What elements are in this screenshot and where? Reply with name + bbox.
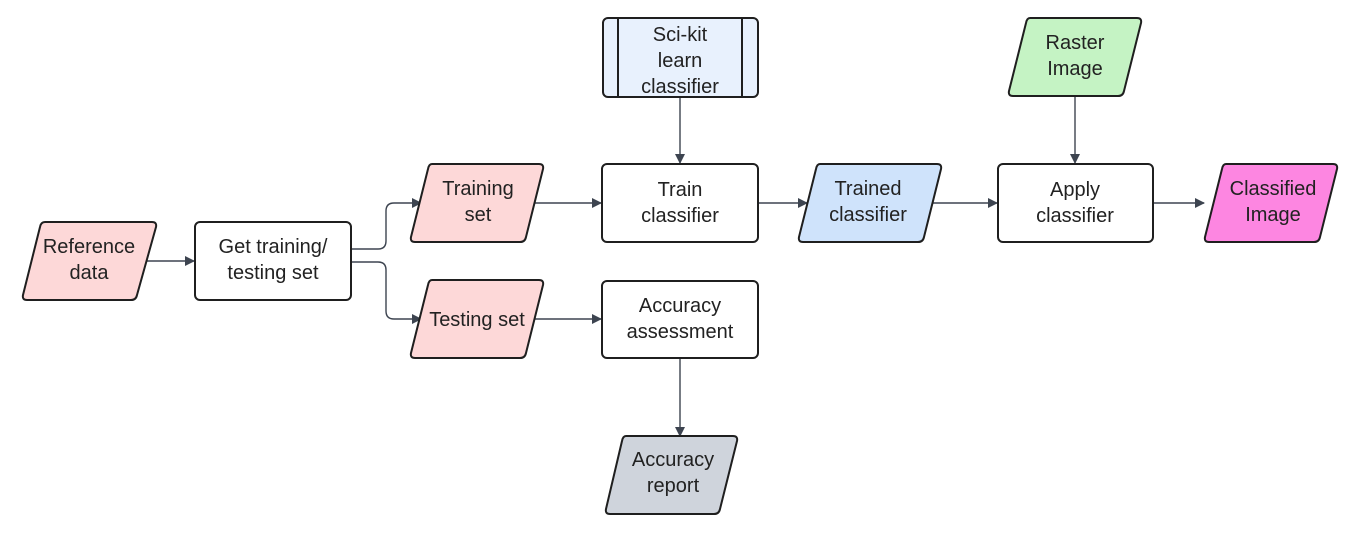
accuracy-assessment-label-line: assessment xyxy=(627,321,734,343)
edge-getsets-to-testing xyxy=(351,261,422,324)
node-train-classifier[interactable]: Train classifier xyxy=(601,163,759,243)
raster-image-label-line: Image xyxy=(1047,58,1103,80)
reference-data-label: Reference data xyxy=(43,236,135,284)
classified-image-label-line: Classified xyxy=(1230,178,1317,200)
node-sklearn-classifier[interactable]: Sci-kit learn classifier xyxy=(602,17,759,98)
reference-data-shape xyxy=(21,221,158,301)
get-sets-label: Get training/testing set xyxy=(219,236,328,284)
reference-data-label-line: data xyxy=(70,262,110,284)
get-sets-label-line: testing set xyxy=(227,262,319,284)
accuracy-report-label: Accuracy report xyxy=(632,449,714,497)
classified-image-shape xyxy=(1203,163,1339,243)
edges xyxy=(146,97,1205,437)
get-sets-shape xyxy=(194,221,352,301)
reference-data-label-line: Reference xyxy=(43,236,135,258)
apply-classifier-label-line: classifier xyxy=(1036,205,1114,227)
accuracy-assessment-label: Accuracy assessment xyxy=(627,295,734,343)
accuracy-report-shape xyxy=(604,435,739,515)
node-accuracy-assessment[interactable]: Accuracy assessment xyxy=(601,280,759,359)
node-training-set[interactable]: Training set xyxy=(409,163,545,243)
training-set-label: Training set xyxy=(442,178,514,226)
accuracy-assessment-shape xyxy=(601,280,759,359)
sklearn-label-line: classifier xyxy=(641,76,719,98)
edge-getsets-to-training xyxy=(351,198,422,250)
sklearn-label-line: learn xyxy=(658,50,702,72)
accuracy-assessment-label-line: Accuracy xyxy=(639,295,721,317)
testing-set-label-line: Testing set xyxy=(429,309,525,331)
node-get-training-testing-set[interactable]: Get training/testing set xyxy=(194,221,352,301)
sklearn-label-line: Sci-kit xyxy=(653,24,708,46)
train-classifier-label-line: classifier xyxy=(641,205,719,227)
trained-classifier-label-line: Trained xyxy=(834,178,901,200)
node-testing-set[interactable]: Testing set xyxy=(409,279,545,359)
trained-classifier-label-line: classifier xyxy=(829,204,907,226)
apply-classifier-label-line: Apply xyxy=(1050,179,1100,201)
train-classifier-label: Train classifier xyxy=(641,179,719,227)
node-trained-classifier[interactable]: Trained classifier xyxy=(797,163,943,243)
raster-image-shape xyxy=(1007,17,1143,97)
node-accuracy-report[interactable]: Accuracy report xyxy=(604,435,739,515)
trained-classifier-shape xyxy=(797,163,943,243)
training-set-shape xyxy=(409,163,545,243)
nodes: Reference data Get training/testing set T… xyxy=(21,17,1339,515)
sklearn-label: Sci-kit learn classifier xyxy=(641,24,719,98)
trained-classifier-label: Trained classifier xyxy=(829,178,907,226)
node-apply-classifier[interactable]: Apply classifier xyxy=(997,163,1154,243)
accuracy-report-label-line: Accuracy xyxy=(632,449,714,471)
accuracy-report-label-line: report xyxy=(647,475,700,497)
node-reference-data[interactable]: Reference data xyxy=(21,221,158,301)
testing-set-label: Testing set xyxy=(429,309,525,331)
train-classifier-label-line: Train xyxy=(658,179,703,201)
training-set-label-line: set xyxy=(465,204,492,226)
apply-classifier-label: Apply classifier xyxy=(1036,179,1114,227)
sklearn-shape xyxy=(602,17,759,98)
get-sets-label-line: Get training/ xyxy=(219,236,328,258)
classified-image-label-line: Image xyxy=(1245,204,1301,226)
training-set-label-line: Training xyxy=(442,178,514,200)
apply-classifier-shape xyxy=(997,163,1154,243)
testing-set-shape xyxy=(409,279,545,359)
raster-image-label-line: Raster xyxy=(1046,32,1105,54)
train-classifier-shape xyxy=(601,163,759,243)
